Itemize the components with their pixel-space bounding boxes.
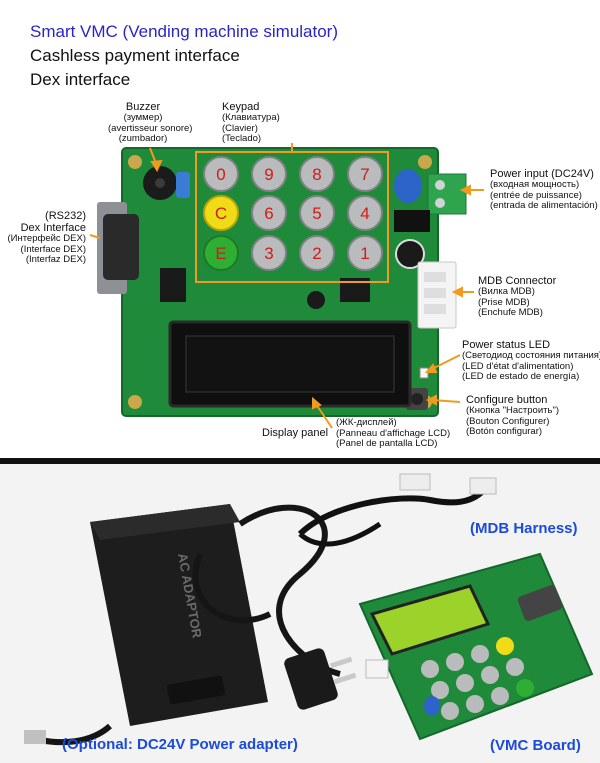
vmc-board-photo: 0 9 8 7 C 6 5 4 E 3 2 1: [89, 143, 484, 429]
key-label: 0: [216, 165, 225, 184]
key-label: 3: [264, 244, 273, 263]
ac-plug: [284, 648, 357, 710]
label-display-panel: Display panel: [262, 427, 329, 439]
caption-vmc-board: (VMC Board): [490, 737, 581, 754]
vmc-board-angled: [358, 552, 594, 741]
subtitle-cashless: Cashless payment interface: [30, 46, 240, 65]
label-power-status-led: Power status LED (Светодиод состояния пи…: [462, 339, 600, 382]
label-keypad: Keypad (Клавиатура) (Clavier) (Teclado): [222, 101, 280, 144]
mount-hole: [128, 395, 142, 409]
label-mdb-connector: MDB Connector (Вилка MDB) (Prise MDB) (E…: [478, 275, 557, 318]
db9-connector: [103, 214, 139, 280]
key-label: 2: [312, 244, 321, 263]
key-label: C: [215, 204, 227, 223]
key-label: 4: [360, 204, 369, 223]
label-display-panel-translations: (ЖК-дисплей) (Panneau d'affichage LCD) (…: [336, 417, 451, 449]
key-label: 5: [312, 204, 321, 223]
mdb-harness: [297, 473, 497, 547]
dc-barrel: [24, 730, 46, 744]
label-buzzer: Buzzer (зуммер) (avertisseur sonore) (zu…: [108, 101, 193, 144]
annotation-arrows: [89, 143, 484, 429]
accessories-illustration: AC ADAPTOR: [24, 473, 594, 746]
subtitle-dex: Dex interface: [30, 70, 131, 89]
section-divider: [0, 458, 600, 464]
keypad-buttons: [203, 156, 383, 271]
mount-hole: [128, 155, 142, 169]
mount-hole: [418, 155, 432, 169]
page-title: Smart VMC (Vending machine simulator): [30, 22, 339, 41]
key-label: 6: [264, 204, 273, 223]
accessories-photo: AC ADAPTOR: [0, 464, 600, 763]
key-label: 9: [264, 165, 273, 184]
caption-power-adapter: (Optional: DC24V Power adapter): [62, 736, 298, 753]
label-configure-button: Configure button (Кнопка "Настроить") (B…: [466, 394, 559, 437]
power-adapter: AC ADAPTOR: [90, 504, 268, 726]
key-label: 7: [360, 165, 369, 184]
caption-mdb-harness: (MDB Harness): [470, 520, 578, 537]
key-label: 1: [360, 244, 369, 263]
label-power-input: Power input (DC24V) (входная мощность) (…: [490, 168, 598, 211]
key-label: 8: [312, 165, 321, 184]
power-terminal: [427, 173, 467, 215]
key-label: E: [215, 244, 226, 263]
label-dex-interface: (RS232) Dex Interface (Интерфейс DEX) (I…: [7, 210, 86, 265]
